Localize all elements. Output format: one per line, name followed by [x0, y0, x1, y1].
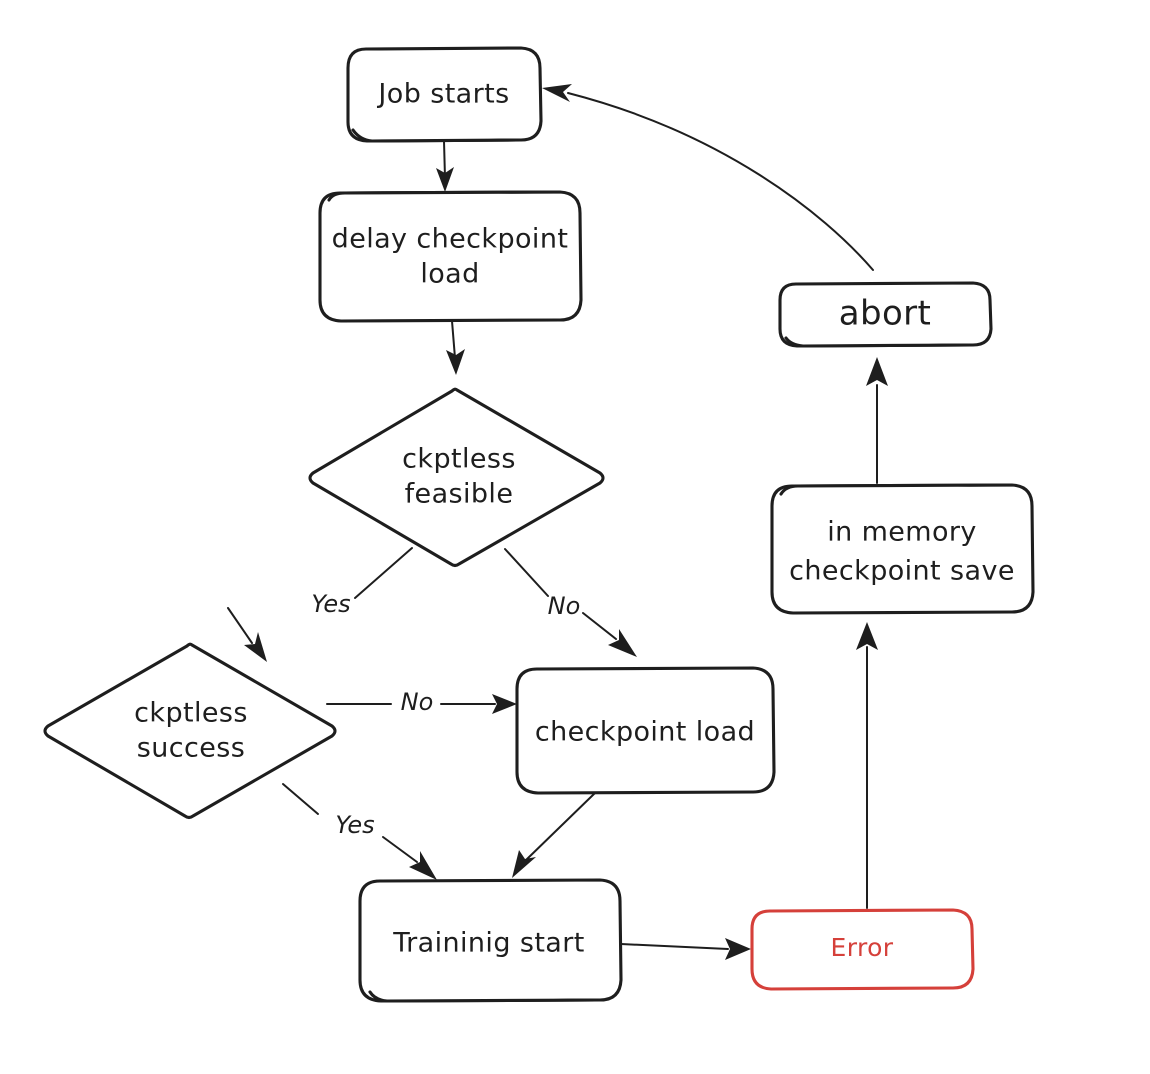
node-shape-sketch-overstroke: [784, 336, 970, 348]
arrowhead-icon: [409, 851, 437, 880]
node-shape-rounded-rect: [770, 483, 1035, 615]
edge-line: [525, 792, 596, 861]
edge-label-success-yes: Yes: [335, 811, 374, 839]
edge-line-curved: [567, 92, 874, 271]
node-label-training-start: Traininig start: [392, 928, 585, 959]
edge-label-success-no: No: [401, 688, 434, 716]
edge-line: [443, 140, 446, 179]
node-label-checkpoint-load: checkpoint load: [535, 717, 755, 748]
node-label-abort: abort: [839, 294, 932, 334]
edge-line: [382, 836, 418, 863]
node-in-memory-checkpoint-save[interactable]: in memory checkpoint save: [770, 483, 1035, 615]
node-shape-rounded-rect: [750, 908, 975, 991]
node-abort[interactable]: abort: [778, 281, 993, 348]
arrowhead-icon: [608, 629, 637, 657]
node-training-start[interactable]: Traininig start: [358, 878, 623, 1003]
node-ckptless-success[interactable]: ckptless success: [43, 642, 337, 820]
arrowhead-icon: [856, 622, 878, 650]
edge-line: [354, 547, 413, 599]
edge-line: [620, 943, 729, 950]
node-shape-diamond: [43, 642, 337, 820]
node-delay-checkpoint-load[interactable]: delay checkpoint load: [318, 190, 583, 323]
edge-abort-to-job-starts: [542, 84, 874, 271]
node-shape-rounded-rect: [358, 878, 623, 1003]
node-shape-rounded-rect: [346, 46, 543, 143]
edge-training-start-to-error: [620, 938, 751, 960]
edge-ckptless-success-to-training-start: Yes: [282, 783, 437, 880]
arrowhead-icon: [492, 694, 517, 714]
node-shape-sketch-overstroke: [779, 483, 1009, 496]
edge-delay-load-to-ckptless-feasible: [446, 320, 465, 375]
node-job-starts[interactable]: Job starts: [346, 46, 543, 143]
edge-line: [227, 607, 253, 644]
edge-ckptless-feasible-to-checkpoint-load: No: [504, 548, 637, 657]
node-shape-rounded-rect: [515, 666, 776, 795]
edge-job-starts-to-delay-load: [436, 140, 454, 192]
node-shape-sketch-overstroke: [351, 128, 518, 143]
node-label-ckptless-success-line2: success: [137, 733, 245, 764]
node-label-ckptless-feasible-line1: ckptless: [402, 444, 516, 475]
edge-checkpoint-load-to-training-start: [512, 792, 596, 878]
node-label-error: Error: [831, 933, 894, 962]
edge-in-memory-save-to-abort: [866, 357, 888, 484]
arrowhead-icon: [512, 850, 536, 878]
edge-label-feasible-yes: Yes: [311, 590, 350, 618]
node-checkpoint-load[interactable]: checkpoint load: [515, 666, 776, 795]
edge-line: [582, 612, 617, 640]
edge-label-feasible-no: No: [548, 592, 581, 620]
node-label-job-starts: Job starts: [376, 79, 509, 110]
edge-error-to-in-memory-save: [856, 622, 878, 909]
node-label-in-memory-save-line1: in memory: [827, 517, 977, 548]
node-label-ckptless-success-line1: ckptless: [134, 698, 248, 729]
arrowhead-icon: [244, 632, 267, 662]
node-error[interactable]: Error: [750, 908, 975, 991]
node-label-in-memory-save-line2: checkpoint save: [789, 556, 1015, 587]
arrowhead-icon: [866, 357, 888, 386]
node-shape-diamond: [308, 387, 605, 568]
edge-ckptless-feasible-to-ckptless-success: Yes: [227, 547, 413, 662]
arrowhead-icon: [436, 167, 454, 192]
node-ckptless-feasible[interactable]: ckptless feasible: [308, 387, 605, 568]
edge-ckptless-success-to-checkpoint-load: No: [326, 688, 517, 716]
node-shape-sketch-overstroke: [368, 990, 598, 1003]
node-label-delay-load-line1: delay checkpoint: [332, 224, 569, 255]
arrowhead-icon: [725, 938, 751, 960]
node-shape-rounded-rect: [778, 281, 993, 348]
arrowhead-icon: [542, 84, 572, 102]
node-shape-rounded-rect: [318, 190, 583, 323]
arrowhead-icon: [446, 349, 465, 375]
node-label-delay-load-line2: load: [420, 259, 479, 290]
edge-line: [451, 320, 456, 359]
node-shape-sketch-overstroke: [327, 190, 557, 202]
node-label-ckptless-feasible-line2: feasible: [405, 479, 514, 510]
edge-line: [282, 783, 319, 815]
edge-line: [504, 548, 549, 597]
